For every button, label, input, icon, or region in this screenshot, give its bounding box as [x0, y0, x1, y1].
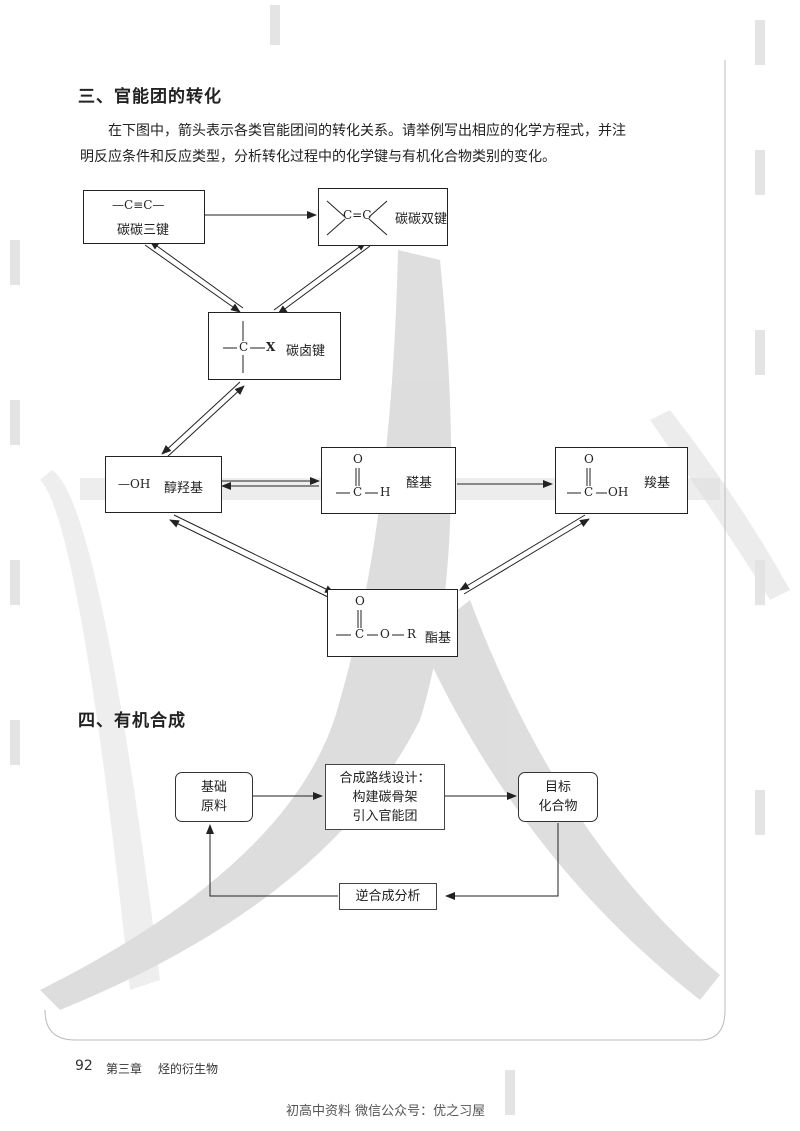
raw-line-2: 原料 — [200, 799, 227, 814]
aldehyde-bond-lines — [336, 468, 378, 494]
design-line-3: 引入官能团 — [352, 808, 418, 824]
chapter-title: 烃的衍生物 — [158, 1062, 219, 1076]
hydroxyl-label: 醇羟基 — [164, 481, 204, 496]
aldehyde-label: 醛基 — [406, 476, 433, 491]
carboxyl-o: O — [584, 452, 594, 466]
section3-title: 三、官能团的转化 — [78, 87, 222, 107]
box-hydroxyl: —OH 醇羟基 — [105, 456, 222, 513]
box-carboxyl: O C OH 羧基 — [555, 447, 688, 514]
halide-x: X — [266, 340, 276, 354]
target-line-2: 化合物 — [538, 799, 578, 814]
carboxyl-bond-lines — [567, 468, 607, 494]
aldehyde-o: O — [353, 452, 363, 466]
halide-bond-lines — [223, 321, 265, 373]
box-raw-materials: 基础 原料 — [175, 772, 253, 822]
double-label: 碳碳双键 — [395, 212, 448, 227]
hydroxyl-formula: —OH — [118, 477, 151, 491]
carboxyl-label: 羧基 — [644, 476, 671, 491]
section4-title: 四、有机合成 — [78, 711, 186, 731]
box-target-compound: 目标 化合物 — [518, 772, 598, 822]
ester-c: C — [355, 627, 365, 641]
paragraph-line-1: 在下图中，箭头表示各类官能团间的转化关系。请举例写出相应的化学方程式，并注 — [108, 123, 626, 139]
page-number: 92 — [75, 1058, 93, 1074]
section3-paragraph: 在下图中，箭头表示各类官能团间的转化关系。请举例写出相应的化学方程式，并注 明反… — [80, 118, 720, 170]
design-line-2: 构建碳骨架 — [352, 789, 418, 805]
ester-o2: O — [380, 627, 390, 641]
triple-label: 碳碳三键 — [117, 223, 170, 238]
box-ester: O C O R 酯基 — [327, 589, 458, 657]
design-line-1: 合成路线设计： — [339, 770, 431, 786]
halide-c: C — [239, 340, 249, 354]
aldehyde-h: H — [380, 485, 391, 499]
aldehyde-c: C — [353, 485, 363, 499]
carboxyl-oh: OH — [608, 485, 629, 499]
ester-bond-lines — [336, 610, 404, 636]
ester-o: O — [355, 594, 365, 608]
box-route-design: 合成路线设计： 构建碳骨架 引入官能团 — [325, 764, 445, 830]
box-halide: C X 碳卤键 — [208, 312, 341, 380]
box-triple-bond: —C≡C— 碳碳三键 — [83, 190, 205, 244]
double-bond-lines — [326, 200, 388, 236]
triple-formula: —C≡C— — [112, 198, 165, 212]
target-line-1: 目标 — [544, 780, 571, 795]
chapter-number: 第三章 — [106, 1062, 143, 1076]
ester-r: R — [407, 627, 417, 641]
paragraph-line-2: 明反应条件和反应类型，分析转化过程中的化学键与有机化合物类别的变化。 — [80, 149, 556, 165]
carboxyl-c: C — [584, 485, 594, 499]
box-double-bond: C=C 碳碳双键 — [318, 188, 448, 246]
box-aldehyde: O C H 醛基 — [321, 447, 456, 514]
retro-label: 逆合成分析 — [355, 889, 421, 904]
raw-line-1: 基础 — [200, 780, 227, 795]
box-retrosynthesis: 逆合成分析 — [339, 883, 437, 910]
credit-line: 初高中资料 微信公众号：优之习屋 — [286, 1104, 486, 1119]
double-formula: C=C — [343, 208, 372, 222]
ester-label: 酯基 — [425, 631, 452, 646]
halide-label: 碳卤键 — [286, 344, 326, 359]
